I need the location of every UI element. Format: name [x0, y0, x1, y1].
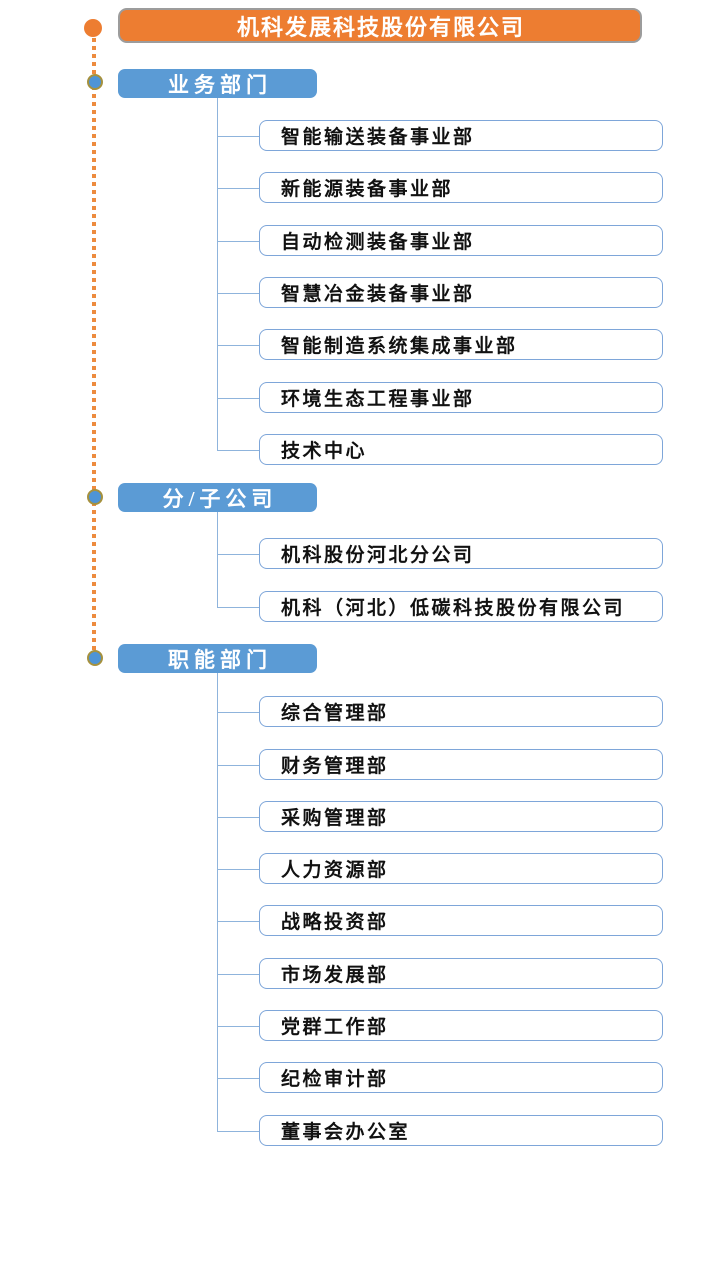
connector-stub — [217, 712, 259, 713]
org-item-box: 智能输送装备事业部 — [259, 120, 663, 151]
connector-stub — [217, 1131, 259, 1132]
connector-stub — [217, 398, 259, 399]
org-item-box: 党群工作部 — [259, 1010, 663, 1041]
org-item-label: 机科（河北）低碳科技股份有限公司 — [281, 598, 626, 619]
connector-stub — [217, 450, 259, 451]
connector-stub — [217, 136, 259, 137]
connector-line — [217, 512, 218, 607]
org-item-label: 综合管理部 — [281, 703, 389, 724]
connector-stub — [217, 188, 259, 189]
connector-stub — [217, 1078, 259, 1079]
org-item-box: 综合管理部 — [259, 696, 663, 727]
org-item-box: 技术中心 — [259, 434, 663, 465]
org-item-label: 战略投资部 — [281, 912, 389, 933]
connector-stub — [217, 921, 259, 922]
org-item-box: 自动检测装备事业部 — [259, 225, 663, 256]
org-item-label: 纪检审计部 — [281, 1069, 389, 1090]
section-label: 分/子公司 — [162, 486, 278, 511]
org-item-label: 智能输送装备事业部 — [281, 127, 475, 148]
section-label: 业务部门 — [168, 72, 272, 97]
connector-stub — [217, 974, 259, 975]
company-name: 机科发展科技股份有限公司 — [236, 14, 525, 40]
connector-stub — [217, 1026, 259, 1027]
connector-line — [217, 98, 218, 450]
org-item-label: 新能源装备事业部 — [281, 179, 454, 200]
connector-stub — [217, 817, 259, 818]
org-item-label: 技术中心 — [281, 441, 368, 462]
org-item-box: 人力资源部 — [259, 853, 663, 884]
connector-stub — [217, 293, 259, 294]
section-header-functional: 职能部门 — [118, 644, 317, 673]
org-item-box: 市场发展部 — [259, 958, 663, 989]
org-item-box: 纪检审计部 — [259, 1062, 663, 1093]
org-item-box: 环境生态工程事业部 — [259, 382, 663, 413]
org-item-box: 智慧冶金装备事业部 — [259, 277, 663, 308]
section-label: 职能部门 — [168, 647, 272, 672]
spine-dotted-line-icon — [92, 30, 96, 660]
org-item-box: 董事会办公室 — [259, 1115, 663, 1146]
connector-stub — [217, 241, 259, 242]
org-item-label: 自动检测装备事业部 — [281, 232, 475, 253]
org-item-label: 董事会办公室 — [281, 1122, 411, 1143]
org-item-label: 智能制造系统集成事业部 — [281, 336, 518, 357]
section-header-business: 业务部门 — [118, 69, 317, 98]
connector-stub — [217, 869, 259, 870]
company-root-box: 机科发展科技股份有限公司 — [118, 8, 642, 43]
org-item-label: 采购管理部 — [281, 808, 389, 829]
connector-stub — [217, 765, 259, 766]
org-item-label: 环境生态工程事业部 — [281, 389, 475, 410]
org-item-label: 机科股份河北分公司 — [281, 545, 475, 566]
org-item-box: 智能制造系统集成事业部 — [259, 329, 663, 360]
section-node-dot-icon — [87, 74, 103, 90]
connector-stub — [217, 554, 259, 555]
section-node-dot-icon — [87, 489, 103, 505]
connector-line — [217, 673, 218, 1131]
org-item-box: 采购管理部 — [259, 801, 663, 832]
section-header-subsidiaries: 分/子公司 — [118, 483, 317, 512]
org-item-label: 市场发展部 — [281, 965, 389, 986]
org-item-label: 党群工作部 — [281, 1017, 389, 1038]
org-item-box: 机科股份河北分公司 — [259, 538, 663, 569]
org-item-box: 新能源装备事业部 — [259, 172, 663, 203]
section-node-dot-icon — [87, 650, 103, 666]
connector-stub — [217, 607, 259, 608]
org-item-box: 财务管理部 — [259, 749, 663, 780]
org-item-box: 战略投资部 — [259, 905, 663, 936]
org-item-label: 智慧冶金装备事业部 — [281, 284, 475, 305]
connector-stub — [217, 345, 259, 346]
org-item-box: 机科（河北）低碳科技股份有限公司 — [259, 591, 663, 622]
org-item-label: 财务管理部 — [281, 756, 389, 777]
root-node-dot-icon — [84, 19, 102, 37]
org-item-label: 人力资源部 — [281, 860, 389, 881]
